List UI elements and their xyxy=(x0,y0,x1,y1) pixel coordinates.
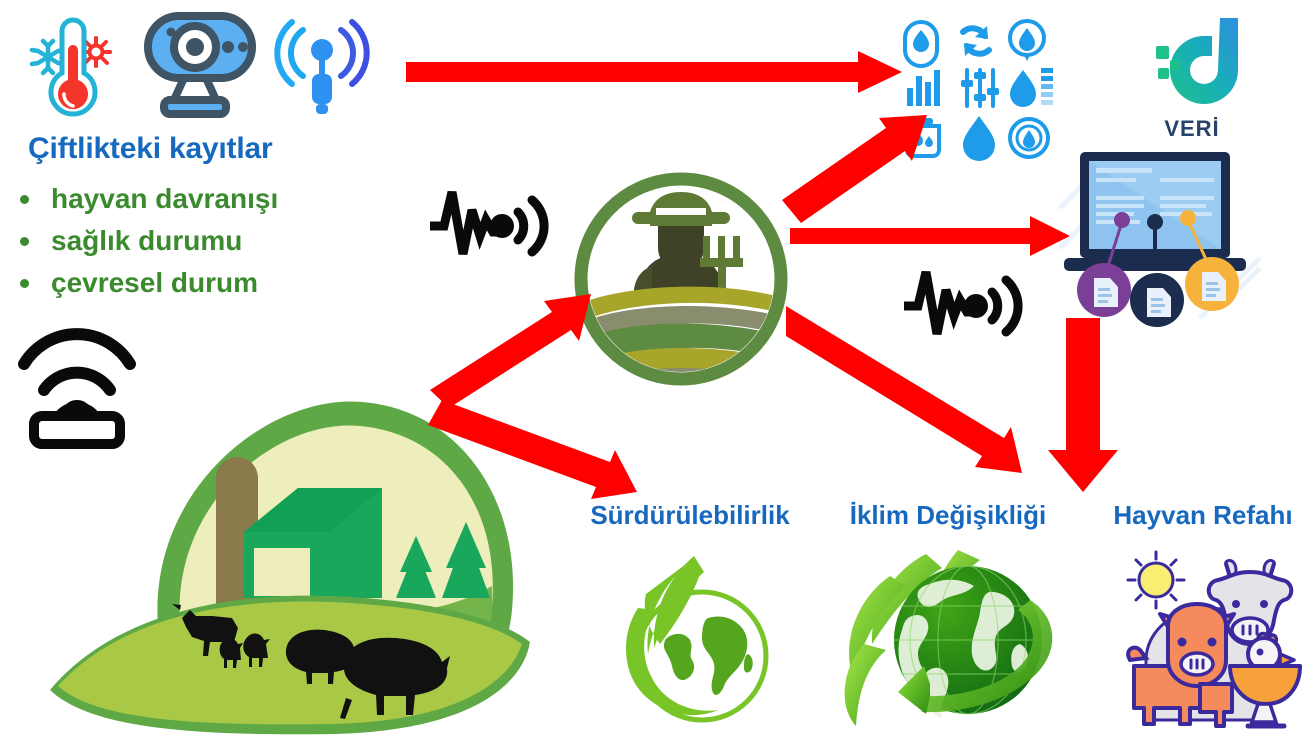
sliders-icon xyxy=(961,68,999,108)
document-node-purple xyxy=(1077,263,1131,317)
signal-wave-icon-left xyxy=(426,182,554,258)
laptop-dashboard-icon xyxy=(1058,148,1262,327)
outcome-label-animal-welfare: Hayvan Refahı xyxy=(1113,500,1293,530)
drop-level-icon xyxy=(1010,68,1053,107)
list-item-label: çevresel durum xyxy=(51,267,258,298)
list-item-label: sağlık durumu xyxy=(51,225,243,256)
bullet-dot-icon xyxy=(20,278,29,288)
veri-logo-icon xyxy=(1156,18,1238,104)
water-drop-meter-icon xyxy=(903,19,939,68)
list-item: sağlık durumu xyxy=(10,220,340,262)
arrow-farm-to-hub xyxy=(430,294,591,408)
document-node-orange xyxy=(1185,257,1239,311)
page-title: Çiftlikteki kayıtlar xyxy=(28,132,273,165)
data-icon-grid xyxy=(903,18,1055,161)
webcam-icon xyxy=(140,10,260,118)
farmer-logo-icon xyxy=(570,168,792,390)
arrow-hub-to-data-icons xyxy=(782,115,927,223)
document-node-navy xyxy=(1130,273,1184,327)
arrow-hub-to-climate xyxy=(786,306,1022,473)
list-item: çevresel durum xyxy=(10,262,340,304)
leaf-globe-icon xyxy=(608,548,788,738)
wireless-sensor-icon xyxy=(272,10,372,120)
arrow-hub-to-laptop xyxy=(790,216,1070,256)
arrow-laptop-to-animal-welfare xyxy=(1048,318,1118,492)
water-drop-icon xyxy=(963,116,995,161)
outcome-label-sustainability: Sürdürülebilirlik xyxy=(590,500,790,530)
drop-circle-icon xyxy=(1008,117,1050,159)
bullet-dot-icon xyxy=(20,194,29,204)
veri-logo-block: VERİ xyxy=(1132,12,1252,142)
farm-scene-icon xyxy=(30,360,550,743)
bar-chart-icon xyxy=(907,70,940,106)
arrow-farm-to-sustainability xyxy=(428,400,637,499)
wifi-gateway-icon xyxy=(12,322,142,449)
farm-animals-welfare-icon xyxy=(1108,548,1310,740)
bullet-dot-icon xyxy=(20,236,29,246)
thermometer-icon xyxy=(18,6,128,124)
arrow-sensors-to-data-icons xyxy=(406,51,902,93)
sensor-bullet-list: hayvan davranışı sağlık durumu çevresel … xyxy=(10,178,340,304)
green-globe-leaves-icon xyxy=(834,548,1068,740)
outcome-label-climate: İklim Değişikliği xyxy=(849,500,1047,530)
veri-label: VERİ xyxy=(1164,116,1220,141)
signal-wave-icon-right xyxy=(900,262,1028,338)
list-item: hayvan davranışı xyxy=(10,178,340,220)
drop-location-icon xyxy=(1008,19,1046,61)
list-item-label: hayvan davranışı xyxy=(51,183,279,214)
refresh-cycle-icon xyxy=(960,25,992,57)
